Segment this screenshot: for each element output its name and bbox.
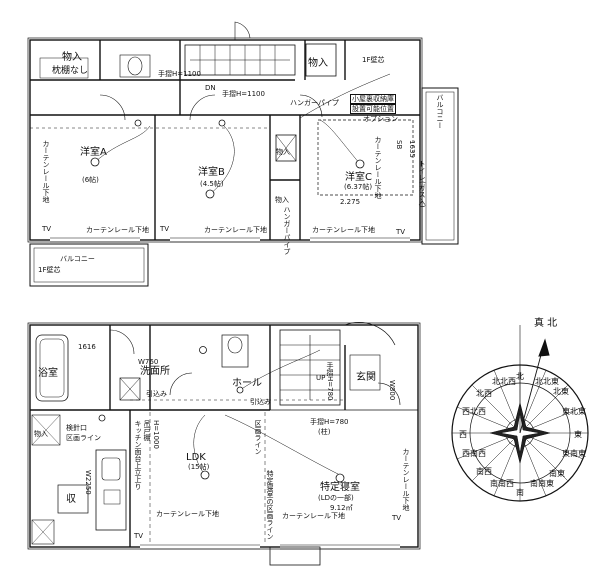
handrail-note: 手摺H=1100	[158, 70, 201, 78]
curtain-rail-a: カーテンレール下地	[86, 226, 149, 234]
sb-label: SB	[395, 140, 403, 150]
closet-label-right: 物入	[308, 58, 328, 69]
balcony-right-label: バルコニー	[436, 94, 444, 129]
bath-size: 1616	[78, 343, 96, 351]
tv-outlet-ldk-1: TV	[134, 532, 144, 540]
kitchen-note-2: 吊戸棚	[143, 420, 151, 441]
wall-core-note-top: 1F壁芯	[362, 56, 385, 64]
room-c-name: 洋室C	[345, 172, 372, 183]
entrance-label: 玄関	[356, 372, 376, 383]
special-bedroom-area: 9.12㎡	[330, 504, 353, 512]
kitchen-note-1: キッチン面台上立上り	[134, 420, 142, 490]
compass-wsw: 西南西	[462, 449, 486, 458]
recess-right-label: 引込み	[250, 398, 271, 406]
handrail-pillar-note: 手摺H=780	[310, 418, 349, 426]
room-c-height: 2.275	[340, 198, 361, 206]
compass-w: 西	[459, 430, 467, 439]
tv-outlet-ldk-2: TV	[392, 514, 402, 522]
wall-core-note-bottom: 1F壁芯	[38, 266, 61, 274]
curtain-rail-c-side: カーテンレール下地	[374, 136, 382, 199]
first-floor-walls	[27, 322, 421, 566]
no-pillar-note: 枕棚なし	[52, 66, 89, 76]
ldk-size: (15帖)	[188, 463, 210, 471]
compass-nne: 北北東	[535, 377, 559, 386]
room-a-size: (6帖)	[82, 176, 99, 184]
true-north-label: 真 北	[534, 318, 558, 329]
handrail-note-2: 手摺H=1100	[222, 90, 265, 98]
light-fixtures	[90, 119, 365, 483]
w760-label: W760	[138, 358, 159, 366]
compass-se: 南東	[549, 469, 565, 478]
compass-sse: 南南東	[530, 479, 554, 488]
second-floor-outline	[29, 39, 421, 241]
stair-down-label: DN	[205, 84, 216, 92]
room-a-name: 洋室A	[80, 147, 107, 158]
pillar-label: (柱)	[318, 428, 331, 436]
compass-ene: 東北東	[562, 407, 586, 416]
special-partition-label: 特定寝室の区画ライン	[266, 470, 274, 540]
room-c-size: (6.37帖)	[344, 183, 373, 191]
compass-wnw: 西北西	[462, 407, 486, 416]
partition-line-label: 区画ライン	[66, 434, 101, 442]
recess-left-label: 引込み	[146, 390, 167, 398]
handrail-note-first: 手摺H=780	[326, 362, 334, 401]
toilet-gas-note: トイレ(ガス入)	[418, 160, 426, 208]
meter-label: 検針口	[66, 424, 87, 432]
compass-ssw: 南南西	[490, 479, 514, 488]
attic-position-note: 設置可能位置	[350, 104, 396, 114]
w800-label: W800	[388, 380, 396, 401]
curtain-rail-ldk-side: カーテンレール下地	[402, 448, 410, 511]
curtain-rail-ldk-1: カーテンレール下地	[156, 510, 219, 518]
hanger-pipe-mid: ハンガーパイプ	[283, 206, 291, 255]
compass-nw: 北西	[476, 389, 492, 398]
compass-e: 東	[574, 430, 582, 439]
room-b-name: 洋室B	[198, 167, 225, 178]
room-b-size: (4.5帖)	[200, 180, 224, 188]
kitchen-note-3: H=1000	[152, 420, 160, 449]
balcony-left-label: バルコニー	[60, 255, 95, 263]
tv-outlet-b: TV	[160, 225, 170, 233]
special-bedroom-sub: (LDの一部)	[318, 494, 354, 502]
closet-mid-label-2: 物入	[275, 196, 289, 204]
ldk-partition-label: 区画ライン	[254, 420, 262, 455]
bath-label: 浴室	[38, 368, 58, 379]
second-floor-walls	[27, 21, 459, 287]
tv-outlet-c: TV	[396, 228, 406, 236]
dim-1635: 1635	[408, 140, 416, 158]
ldk-label: LDK	[186, 452, 206, 463]
washroom-label: 洗面所	[140, 366, 170, 377]
curtain-rail-c: カーテンレール下地	[312, 226, 375, 234]
hall-label: ホール	[232, 378, 262, 389]
closet-left-label: 物入	[34, 430, 48, 438]
w2250-label: W2250	[84, 470, 92, 495]
hanger-pipe-note: ハンガーパイプ	[290, 99, 339, 107]
storage-label: 収	[66, 494, 76, 505]
attic-storage-note: 小屋裏収納庫	[350, 94, 396, 104]
special-bedroom-label: 特定寝室	[320, 482, 360, 493]
stair-up-label: UP	[316, 374, 326, 382]
compass-ese: 東南東	[562, 449, 586, 458]
closet-label: 物入	[62, 52, 82, 63]
compass-rose	[451, 325, 589, 502]
option-note: オプション	[363, 115, 398, 123]
closet-mid-label: 物入	[276, 148, 290, 156]
compass-nnw: 北北西	[492, 377, 516, 386]
curtain-rail-b: カーテンレール下地	[204, 226, 267, 234]
tv-outlet-a: TV	[42, 225, 52, 233]
curtain-rail-note-side: カーテンレール下地	[42, 140, 50, 203]
compass-s: 南	[516, 488, 524, 497]
compass-n: 北	[516, 372, 524, 381]
curtain-rail-ldk-2: カーテンレール下地	[282, 512, 345, 520]
compass-sw: 南西	[476, 467, 492, 476]
compass-ne: 北東	[553, 387, 569, 396]
